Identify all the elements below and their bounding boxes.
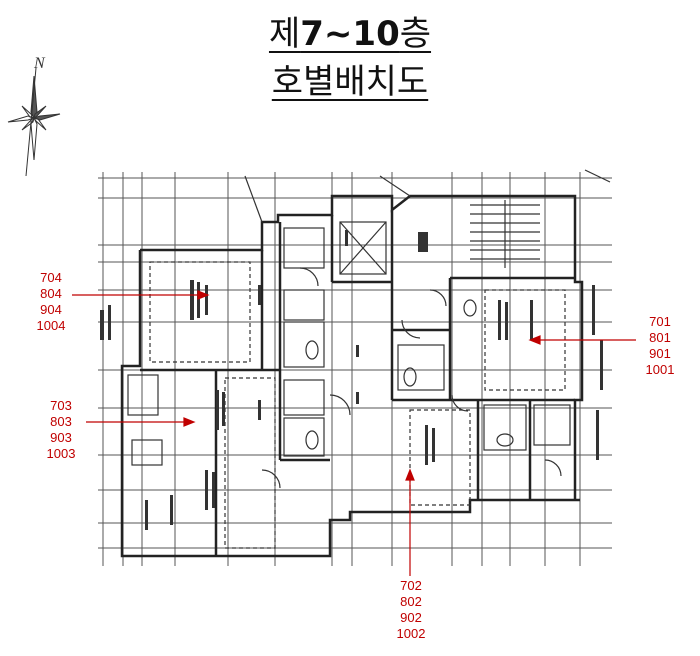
unit-label: 803 [50,414,72,429]
title-suffix: 층 [399,14,432,54]
room-fixtures [127,169,611,549]
unit-label: 701 [649,314,671,329]
exterior-walls [120,194,584,558]
unit-label-group-right: 701 801 901 1001 [635,314,685,378]
unit-label: 703 [50,398,72,413]
plan-annotations [100,230,603,530]
unit-label: 1002 [396,626,426,641]
unit-label: 903 [50,430,72,445]
unit-label: 901 [649,346,671,361]
compass-north-label: N [33,55,46,72]
unit-label-group-bottom: 702 802 902 1002 [386,578,436,642]
unit-label-group-lower-left: 703 803 903 1003 [36,398,86,462]
title-floors: 7~10 [300,14,400,54]
unit-label: 804 [40,286,62,301]
unit-label: 801 [649,330,671,345]
unit-label: 1004 [36,318,66,333]
arrow-lower-left-head [183,417,196,427]
page-title: 제7~10층 [0,14,700,54]
compass-rose-icon: N [7,55,61,177]
unit-label: 1001 [645,362,675,377]
unit-label-group-upper-left: 704 804 904 1004 [26,270,76,334]
page-subtitle: 호별배치도 [271,62,429,102]
arrow-bottom-head [405,468,415,481]
unit-label: 902 [400,610,422,625]
unit-pointer-arrows [72,290,636,576]
arrow-right-head [528,335,541,345]
unit-label: 702 [400,578,422,593]
arrow-upper-left-head [197,290,210,300]
unit-label: 904 [40,302,62,317]
title-prefix: 제 [268,14,301,54]
unit-label: 1003 [46,446,76,461]
unit-label: 802 [400,594,422,609]
unit-label: 704 [40,270,62,285]
